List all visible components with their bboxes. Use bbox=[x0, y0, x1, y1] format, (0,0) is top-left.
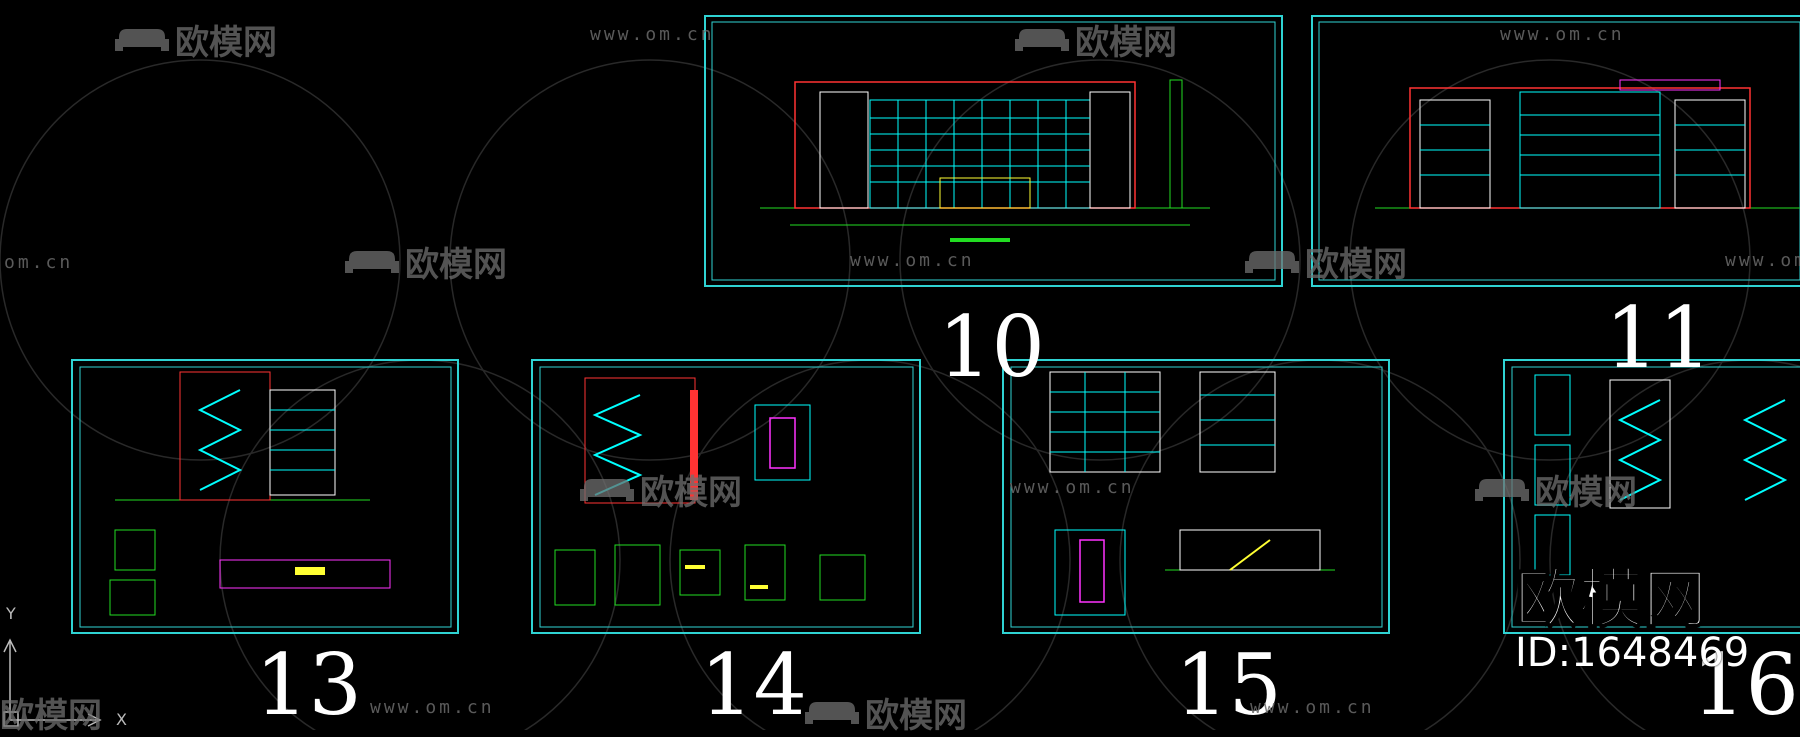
watermark-brand-text: 欧模网 bbox=[1075, 23, 1177, 63]
sheet-14-drawing[interactable] bbox=[531, 359, 921, 634]
watermark-brand: 欧模网 bbox=[345, 237, 507, 286]
sheet-number-10: 10 bbox=[938, 298, 1045, 396]
sheet-number-14: 14 bbox=[700, 636, 807, 734]
watermark-brand-text: 欧模网 bbox=[640, 473, 742, 513]
sheet-number-11: 11 bbox=[1605, 289, 1712, 387]
watermark-brand: 欧模网 bbox=[1015, 15, 1177, 64]
watermark-url: www.om.cn bbox=[370, 697, 495, 718]
watermark-url: www.om.cn bbox=[850, 250, 975, 271]
sheet-10-drawing[interactable] bbox=[704, 15, 1283, 287]
watermark-brand: 欧模网 bbox=[805, 688, 967, 737]
sofa-icon bbox=[1475, 478, 1529, 501]
sofa-icon bbox=[805, 701, 859, 724]
watermark-url: www.om.cn bbox=[1250, 697, 1375, 718]
sheet-number-13: 13 bbox=[255, 636, 362, 734]
sofa-icon bbox=[1015, 28, 1069, 51]
watermark-url: www.om.cn bbox=[1500, 24, 1625, 45]
watermark-id: ID:1648469 bbox=[1515, 630, 1750, 676]
watermark-brand-text: 欧模网 bbox=[865, 696, 967, 736]
watermark-brand: 欧模网 bbox=[0, 688, 102, 737]
watermark-brand-text: 欧模网 bbox=[1305, 245, 1407, 285]
sheet-number-16: 16 bbox=[1692, 636, 1799, 734]
sofa-icon bbox=[115, 28, 169, 51]
watermark-url-partial: om.cn bbox=[4, 252, 74, 273]
sheet-13-drawing[interactable] bbox=[71, 359, 459, 634]
watermark-url: www.om.cn bbox=[590, 24, 715, 45]
sofa-icon bbox=[345, 250, 399, 273]
sheet-number-15: 15 bbox=[1175, 636, 1282, 734]
watermark-url: www.om.cn bbox=[1725, 250, 1800, 271]
watermark-brand-large: 欧模网 bbox=[1514, 562, 1708, 638]
sofa-icon bbox=[580, 478, 634, 501]
ucs-y-label: Y bbox=[6, 604, 16, 623]
ucs-icon bbox=[3, 638, 102, 727]
watermark-brand-text: 欧模网 bbox=[405, 245, 507, 285]
sheet-11-drawing[interactable] bbox=[1311, 15, 1800, 287]
watermark-url: www.om.cn bbox=[1010, 477, 1135, 498]
watermark-brand-text: 欧模网 bbox=[175, 23, 277, 63]
watermark-brand: 欧模网 bbox=[1475, 465, 1637, 514]
watermark-brand-text: 欧模网 bbox=[0, 696, 102, 736]
watermark-brand: 欧模网 bbox=[115, 15, 277, 64]
sheet-15-drawing[interactable] bbox=[1002, 359, 1390, 634]
watermark-brand-text: 欧模网 bbox=[1535, 473, 1637, 513]
watermark-brand: 欧模网 bbox=[1245, 237, 1407, 286]
watermark-brand: 欧模网 bbox=[580, 465, 742, 514]
ucs-x-label: X bbox=[116, 710, 127, 729]
sofa-icon bbox=[1245, 250, 1299, 273]
